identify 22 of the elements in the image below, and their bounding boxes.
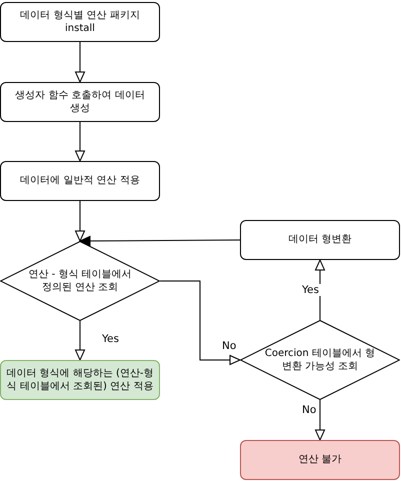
arrow	[75, 200, 85, 242]
arrow	[75, 320, 85, 360]
arrow	[315, 260, 325, 320]
edge-label: No	[300, 404, 318, 416]
condition-text: Coercion 테이블에서 형변환 가능성 조회	[264, 346, 376, 374]
arrow	[160, 280, 240, 365]
process-box: 데이터 형식에 해당하는 (연산-형식 테이블에서 조회된) 연산 적용	[0, 360, 160, 400]
process-box: 데이터 형변환	[240, 220, 400, 260]
decision-diamond	[240, 320, 400, 400]
arrow	[80, 236, 240, 246]
arrow	[75, 42, 85, 82]
arrow	[315, 400, 325, 440]
process-box: 데이터에 일반적 연산 적용	[0, 161, 160, 201]
edge-label: Yes	[100, 333, 121, 345]
edge-label: Yes	[300, 284, 321, 296]
process-box: 생성자 함수 호출하여 데이터 생성	[0, 82, 160, 122]
decision-diamond	[0, 241, 160, 321]
arrow	[75, 122, 85, 162]
process-box: 데이터 형식별 연산 패키지 install	[0, 2, 160, 42]
edge-label: No	[220, 340, 238, 352]
process-box: 연산 불가	[240, 440, 400, 480]
condition-text: 연산 - 형식 테이블에서 정의된 연산 조회	[27, 268, 133, 295]
